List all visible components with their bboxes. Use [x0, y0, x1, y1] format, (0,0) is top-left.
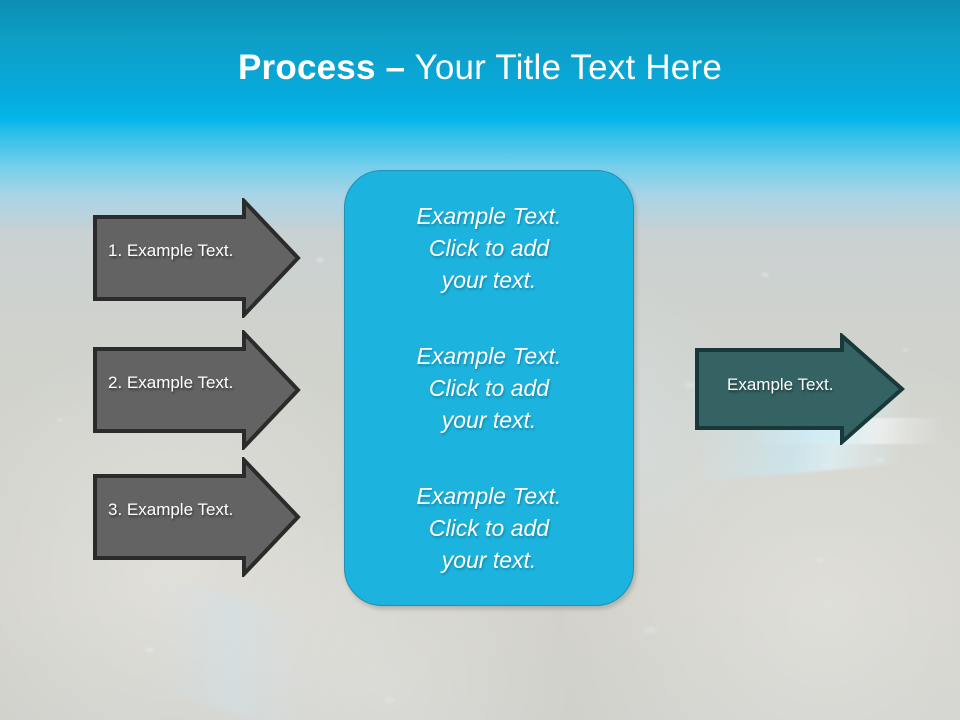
step-arrow-3-shape — [93, 457, 301, 577]
center-content-panel[interactable]: Example Text. Click to add your text. Ex… — [344, 170, 634, 606]
slide-title-strong: Process – — [238, 48, 406, 87]
step-arrow-2[interactable]: 2. Example Text. — [92, 330, 302, 450]
panel-text-block-1: Example Text. Click to add your text. — [416, 203, 562, 293]
step-arrow-3[interactable]: 3. Example Text. — [92, 457, 302, 577]
step-arrow-1[interactable]: 1. Example Text. — [92, 198, 302, 318]
slide-title-light: Your Title Text Here — [405, 48, 722, 87]
step-arrow-1-shape — [93, 198, 301, 318]
slide-title: Process – Your Title Text Here — [0, 46, 960, 90]
step-arrow-2-shape — [93, 330, 301, 450]
panel-text-block-3: Example Text. Click to add your text. — [416, 483, 562, 573]
result-arrow-shape — [695, 333, 906, 445]
panel-text-block-2: Example Text. Click to add your text. — [416, 343, 562, 433]
result-arrow[interactable]: Example Text. — [694, 333, 906, 445]
